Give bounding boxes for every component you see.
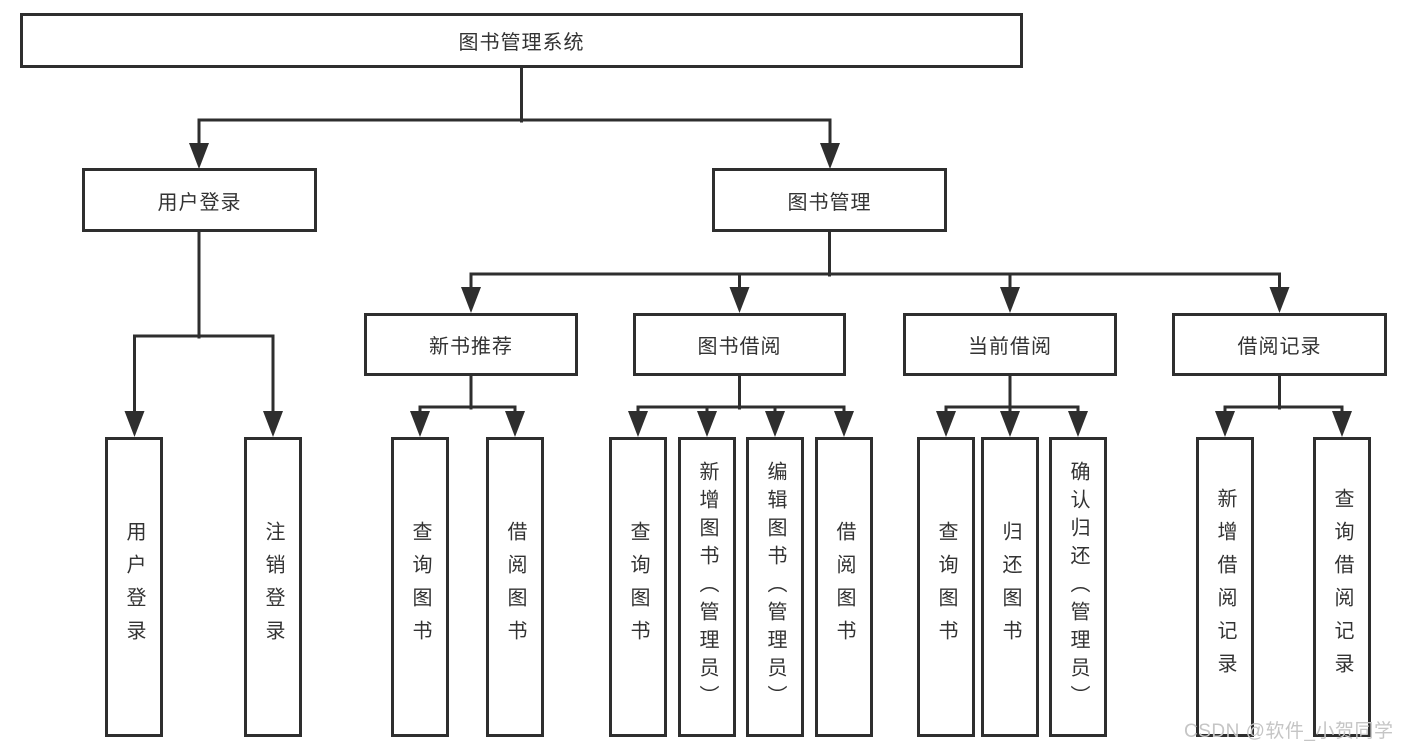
- leaf-return-book: 归还图书: [981, 437, 1039, 737]
- node-user-login-label: 用户登录: [157, 191, 242, 214]
- leaf-query-borrow-record: 查询借阅记录: [1313, 437, 1371, 737]
- node-current-borrow: 当前借阅: [903, 313, 1117, 376]
- leaf-confirm-return-admin: 确认归还（管理员）: [1049, 437, 1107, 737]
- node-new-book-recommend: 新书推荐: [364, 313, 578, 376]
- node-root-label: 图书管理系统: [458, 32, 585, 54]
- leaf-return-book-label: 归还图书: [999, 521, 1021, 653]
- node-book-borrow: 图书借阅: [633, 313, 846, 376]
- leaf-borrow-books-label: 借阅图书: [833, 521, 855, 653]
- leaf-edit-book-admin: 编辑图书（管理员）: [746, 437, 804, 737]
- node-book-borrow-label: 图书借阅: [697, 336, 782, 358]
- leaf-query-books-borrow: 查询图书: [609, 437, 667, 737]
- leaf-query-books-current-label: 查询图书: [935, 521, 957, 653]
- leaf-borrow-books: 借阅图书: [815, 437, 873, 737]
- node-book-management-label: 图书管理: [787, 191, 872, 214]
- node-user-login: 用户登录: [82, 168, 317, 232]
- leaf-borrow-books-recommend-label: 借阅图书: [504, 521, 526, 653]
- node-current-borrow-label: 当前借阅: [968, 336, 1052, 358]
- node-borrow-records: 借阅记录: [1172, 313, 1387, 376]
- leaf-borrow-books-recommend: 借阅图书: [486, 437, 544, 737]
- arrowheads: [124, 143, 1352, 437]
- leaf-add-borrow-record-label: 新增借阅记录: [1214, 488, 1236, 686]
- leaf-query-books-recommend: 查询图书: [391, 437, 449, 737]
- leaf-logout-login: 注销登录: [244, 437, 302, 737]
- watermark-text: CSDN @软件_小贺同学: [1184, 721, 1394, 742]
- node-borrow-records-label: 借阅记录: [1237, 336, 1322, 358]
- leaf-confirm-return-admin-label: 确认归还（管理员）: [1067, 461, 1089, 713]
- leaf-query-borrow-record-label: 查询借阅记录: [1331, 488, 1353, 686]
- leaf-query-books-borrow-label: 查询图书: [627, 521, 649, 653]
- leaf-edit-book-admin-label: 编辑图书（管理员）: [764, 461, 786, 713]
- leaf-user-login-label: 用户登录: [123, 521, 145, 653]
- leaf-add-book-admin: 新增图书（管理员）: [678, 437, 736, 737]
- node-book-management: 图书管理: [712, 168, 947, 232]
- node-new-book-recommend-label: 新书推荐: [429, 336, 513, 358]
- leaf-add-borrow-record: 新增借阅记录: [1196, 437, 1254, 737]
- node-root-library-system: 图书管理系统: [20, 13, 1023, 68]
- leaf-user-login: 用户登录: [105, 437, 163, 737]
- leaf-query-books-current: 查询图书: [917, 437, 975, 737]
- leaf-logout-login-label: 注销登录: [262, 521, 284, 653]
- leaf-query-books-recommend-label: 查询图书: [409, 521, 431, 653]
- leaf-add-book-admin-label: 新增图书（管理员）: [696, 461, 718, 713]
